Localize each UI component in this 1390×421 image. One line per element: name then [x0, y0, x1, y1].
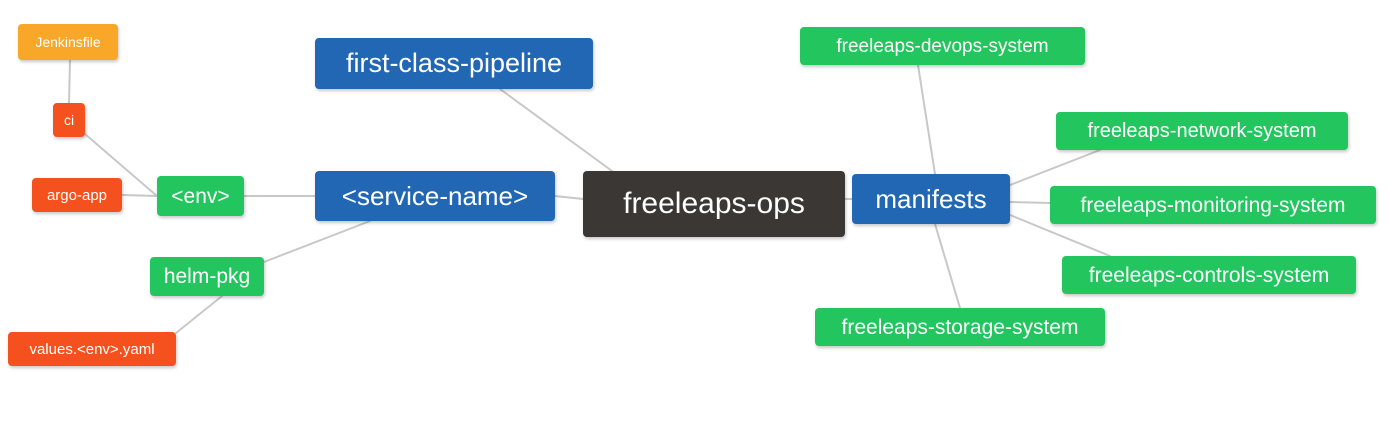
node-label-network-system: freeleaps-network-system: [1087, 120, 1317, 142]
edge-helm-pkg-to-service-name: [263, 220, 371, 263]
edge-manifests-to-monitoring-system: [1009, 201, 1051, 204]
node-service-name[interactable]: <service-name>: [315, 171, 555, 221]
node-first-class[interactable]: first-class-pipeline: [315, 38, 593, 89]
node-label-service-name: <service-name>: [341, 181, 529, 211]
edge-manifests-to-storage-system: [934, 223, 961, 309]
edge-first-class-to-freeleaps-ops: [499, 88, 613, 172]
node-env[interactable]: <env>: [157, 176, 244, 216]
node-label-monitoring-system: freeleaps-monitoring-system: [1080, 193, 1346, 217]
node-label-values-yaml: values.<env>.yaml: [29, 340, 155, 358]
edge-argo-app-to-env: [121, 194, 158, 197]
node-label-ci: ci: [63, 112, 75, 128]
node-controls-system[interactable]: freeleaps-controls-system: [1062, 256, 1356, 294]
node-label-devops-system: freeleaps-devops-system: [836, 35, 1049, 57]
node-values-yaml[interactable]: values.<env>.yaml: [8, 332, 176, 366]
node-label-argo-app: argo-app: [46, 186, 108, 204]
edge-values-yaml-to-helm-pkg: [175, 295, 223, 334]
node-freeleaps-ops[interactable]: freeleaps-ops: [583, 171, 845, 237]
node-label-helm-pkg: helm-pkg: [163, 265, 251, 288]
node-helm-pkg[interactable]: helm-pkg: [150, 257, 264, 296]
node-storage-system[interactable]: freeleaps-storage-system: [815, 308, 1105, 346]
node-label-controls-system: freeleaps-controls-system: [1088, 263, 1330, 287]
node-label-freeleaps-ops: freeleaps-ops: [623, 187, 805, 220]
node-label-storage-system: freeleaps-storage-system: [841, 315, 1079, 339]
edge-jenkinsfile-to-ci: [68, 59, 71, 104]
node-label-manifests: manifests: [875, 184, 987, 214]
node-label-env: <env>: [171, 184, 230, 208]
edge-manifests-to-devops-system: [917, 64, 936, 175]
node-jenkinsfile[interactable]: Jenkinsfile: [18, 24, 118, 60]
node-ci[interactable]: ci: [53, 103, 85, 137]
edge-manifests-to-network-system: [1009, 149, 1101, 186]
node-monitoring-system[interactable]: freeleaps-monitoring-system: [1050, 186, 1376, 224]
node-label-jenkinsfile: Jenkinsfile: [35, 34, 101, 50]
node-label-first-class: first-class-pipeline: [345, 48, 563, 78]
node-argo-app[interactable]: argo-app: [32, 178, 122, 212]
node-devops-system[interactable]: freeleaps-devops-system: [800, 27, 1085, 65]
node-manifests[interactable]: manifests: [852, 174, 1010, 224]
edge-service-name-to-freeleaps-ops: [554, 195, 584, 200]
node-network-system[interactable]: freeleaps-network-system: [1056, 112, 1348, 150]
